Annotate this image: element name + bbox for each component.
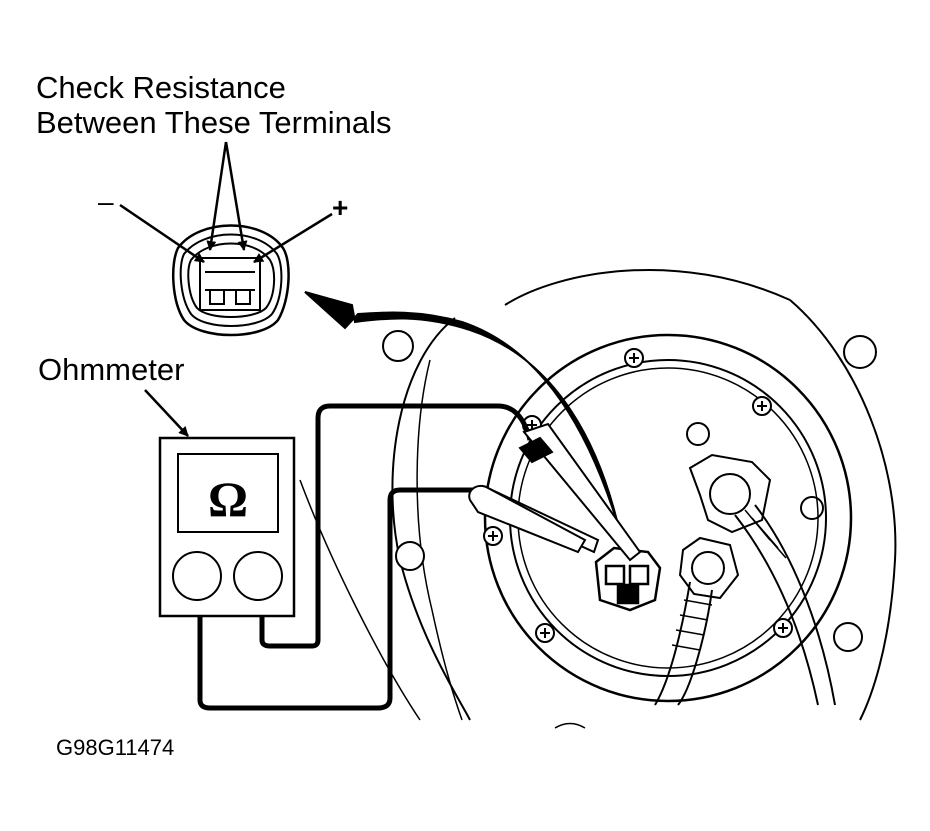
ohmmeter-pointer-line	[144, 389, 189, 437]
ohmmeter-label: Ohmmeter	[38, 352, 185, 387]
figure-id: G98G11474	[56, 735, 175, 760]
tank-mounting-holes	[382, 330, 877, 652]
curved-arrow	[304, 291, 619, 526]
probe-tips	[468, 422, 642, 562]
terminal-indicator-arrows	[119, 141, 333, 264]
fuel-line-fittings	[678, 453, 772, 600]
fuel-hoses	[654, 504, 836, 706]
instruction-line-2: Between These Terminals	[36, 105, 392, 140]
positive-terminal-label: +	[332, 192, 349, 223]
pump-connector	[594, 546, 662, 612]
terminal-connector	[172, 224, 290, 337]
instruction-line-1: Check Resistance	[36, 70, 286, 105]
test-leads	[197, 403, 533, 711]
negative-terminal-label: –	[98, 186, 114, 217]
ohmmeter	[158, 436, 296, 618]
ohm-symbol: Ω	[208, 471, 248, 527]
